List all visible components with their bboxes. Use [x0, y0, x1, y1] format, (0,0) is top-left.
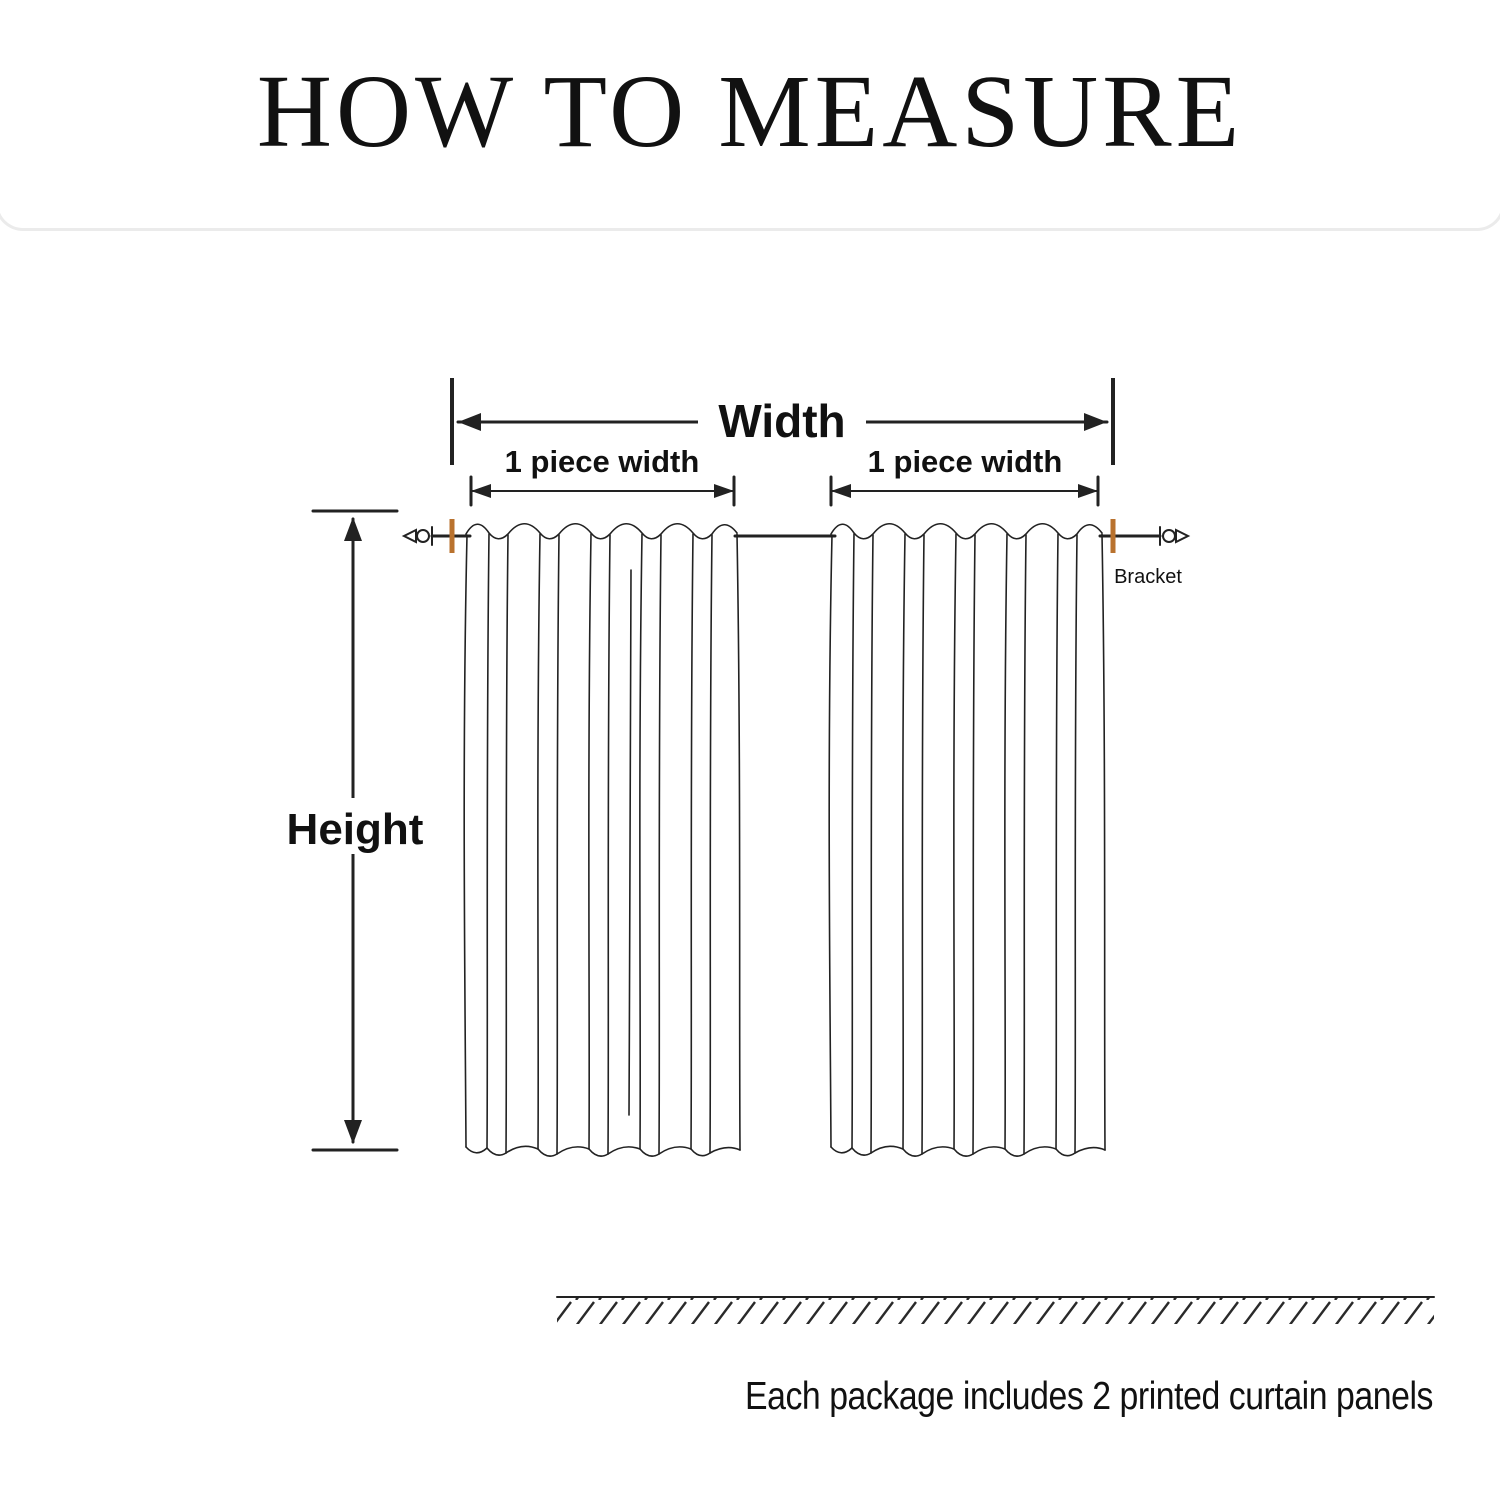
finial-right-icon: [1159, 526, 1191, 546]
piece-width-left-label: 1 piece width: [505, 444, 700, 479]
piece-width-left-arrowhead-a-icon: [471, 484, 491, 498]
curtain-panel-left: [463, 522, 741, 1157]
curtain-panel-right: [828, 522, 1106, 1157]
page-title: HOW TO MEASURE: [256, 54, 1244, 169]
piece-width-right-arrowhead-a-icon: [831, 484, 851, 498]
curtain-rod: Bracket: [401, 519, 1191, 588]
height-measurement: Height: [280, 509, 430, 1152]
piece-width-right-arrowhead-b-icon: [1078, 484, 1098, 498]
piece-width-right-measurement: 1 piece width: [829, 444, 1100, 507]
width-arrowhead-left-icon: [458, 413, 481, 431]
width-label: Width: [718, 395, 845, 447]
height-label: Height: [287, 805, 424, 854]
width-measurement: Width: [450, 378, 1115, 465]
floor-hatching: [557, 1298, 1434, 1324]
piece-width-left-arrowhead-b-icon: [714, 484, 734, 498]
piece-width-right-label: 1 piece width: [868, 444, 1063, 479]
piece-width-left-measurement: 1 piece width: [469, 444, 736, 507]
floor-line: [556, 1296, 1435, 1324]
height-arrowhead-bottom-icon: [344, 1120, 362, 1144]
panel-right-header: [830, 522, 1103, 540]
panel-left-header: [465, 522, 738, 540]
width-label-backing: [698, 390, 866, 438]
width-arrowhead-right-icon: [1084, 413, 1107, 431]
finial-left-icon: [401, 526, 433, 546]
bracket-label: Bracket: [1114, 566, 1182, 588]
height-label-backing: [280, 798, 430, 854]
height-arrowhead-top-icon: [344, 517, 362, 541]
package-note: Each package includes 2 printed curtain …: [745, 1375, 1433, 1418]
